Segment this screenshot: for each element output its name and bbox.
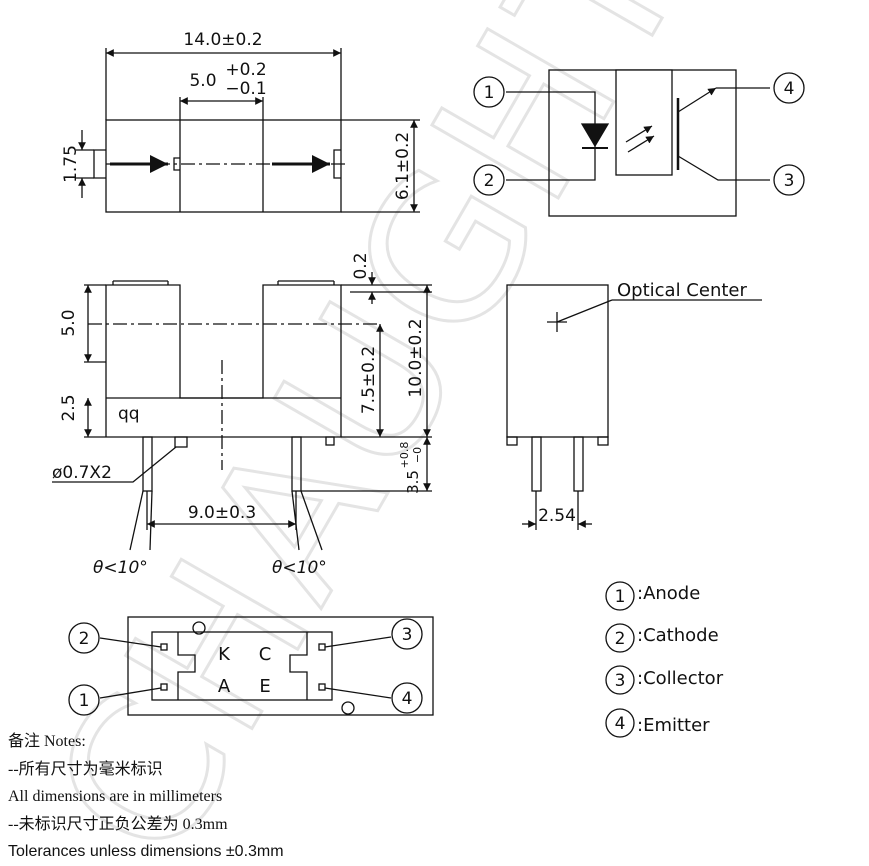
letter-c: C — [259, 644, 272, 665]
overall-width-dim: 14.0±0.2 — [183, 30, 262, 50]
pin-diameter-dim: ø0.7X2 — [52, 463, 112, 483]
notes-heading: 备注 Notes: — [8, 733, 86, 750]
body-marking: qq — [118, 404, 140, 424]
bottom-pin-3: 3 — [402, 625, 413, 645]
notes-line-2: All dimensions are in millimeters — [8, 788, 223, 805]
notes-line-1: --所有尺寸为毫米标识 — [8, 760, 163, 778]
letter-k: K — [218, 644, 231, 665]
body-depth-dim: 6.1±0.2 — [393, 132, 413, 200]
slot-width-base: 5.0 — [189, 71, 216, 91]
top-view — [76, 48, 420, 213]
slot-height-dim: 1.75 — [61, 145, 81, 183]
slot-width-tol-upper: +0.2 — [225, 60, 266, 80]
top-offset-dim: 0.2 — [351, 252, 371, 279]
legend-label-1: :Anode — [637, 583, 700, 604]
legend-label-3: :Collector — [637, 668, 724, 689]
schematic — [506, 69, 770, 217]
bottom-view — [99, 616, 434, 716]
slot-width-tol-lower: −0.1 — [225, 79, 266, 99]
base-height-dim: 2.5 — [59, 394, 79, 421]
lead-length-tol-lower: −0 — [411, 447, 424, 463]
lead-length-tol-upper: +0.8 — [398, 442, 411, 469]
schem-pin-2: 2 — [484, 171, 495, 191]
legend-num-1: 1 — [615, 587, 626, 607]
notes-block: 备注 Notes: --所有尺寸为毫米标识 All dimensions are… — [8, 728, 284, 866]
notes-line-3: --未标识尺寸正负公差为 0.3mm — [8, 815, 228, 833]
upper-height-dim: 5.0 — [59, 309, 79, 336]
schem-pin-3: 3 — [784, 171, 795, 191]
lead-length-base: 3.5 — [404, 470, 422, 494]
notes-line-4: Tolerances unless dimensions ±0.3mm — [8, 843, 284, 860]
angle-left-dim: θ<10° — [93, 558, 148, 578]
legend-num-2: 2 — [615, 629, 626, 649]
schem-pin-1: 1 — [484, 83, 495, 103]
legend-num-3: 3 — [615, 671, 626, 691]
angle-right-dim: θ<10° — [272, 558, 327, 578]
side-view — [506, 284, 762, 530]
center-height-dim: 7.5±0.2 — [359, 346, 379, 414]
letter-a: A — [218, 676, 231, 697]
pin-spacing-dim: 9.0±0.3 — [188, 503, 256, 523]
legend-label-2: :Cathode — [637, 625, 719, 646]
legend-num-4: 4 — [615, 714, 626, 734]
optical-center-label: Optical Center — [617, 280, 747, 301]
legend-label-4: :Emitter — [637, 715, 710, 736]
schem-pin-4: 4 — [784, 79, 795, 99]
total-height-dim: 10.0±0.2 — [406, 318, 426, 397]
bottom-pin-1: 1 — [79, 691, 90, 711]
bottom-pin-4: 4 — [402, 689, 413, 709]
letter-e: E — [259, 676, 270, 697]
bottom-pin-2: 2 — [79, 629, 90, 649]
pin-pitch-dim: 2.54 — [538, 506, 576, 526]
front-view — [52, 272, 432, 551]
